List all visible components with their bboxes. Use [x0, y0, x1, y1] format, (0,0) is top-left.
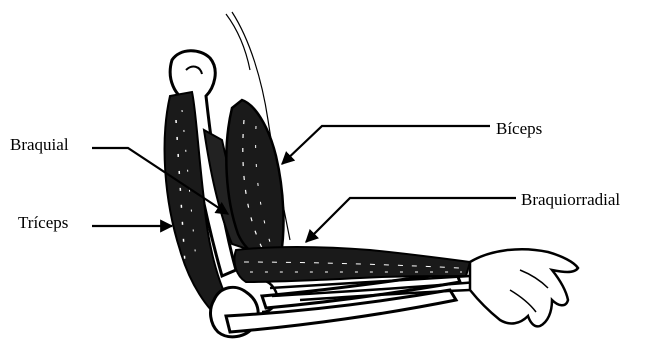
triceps-label: Tríceps [18, 214, 68, 231]
braquial-label: Braquial [10, 136, 69, 153]
braquiorradial-label: Braquiorradial [521, 191, 620, 208]
biceps-pointer [282, 126, 490, 164]
label-pointers [92, 126, 516, 242]
braquiorradial-pointer [306, 198, 516, 242]
hand-outline [470, 249, 578, 326]
braquiorradial-muscle [234, 247, 470, 282]
biceps-label: Bíceps [496, 120, 542, 137]
